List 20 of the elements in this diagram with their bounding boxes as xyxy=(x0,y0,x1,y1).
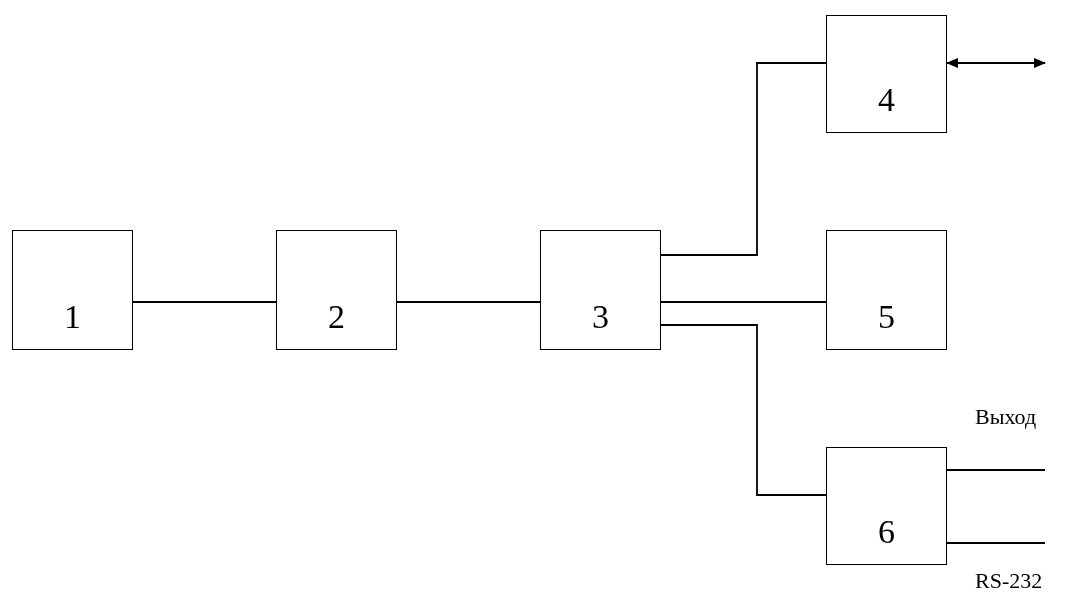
block-number: 3 xyxy=(592,297,609,337)
connector-line xyxy=(660,62,827,256)
block-number: 5 xyxy=(878,297,895,337)
connector-line xyxy=(946,542,1046,544)
block-box xyxy=(826,447,947,565)
block-number: 6 xyxy=(878,512,895,552)
connector-line xyxy=(660,324,827,496)
connector-line xyxy=(132,301,277,303)
block-box xyxy=(826,15,947,133)
block-box xyxy=(826,230,947,350)
double-arrow xyxy=(946,58,1046,68)
block-number: 2 xyxy=(328,297,345,337)
connector-line xyxy=(660,301,827,303)
block-box xyxy=(540,230,661,350)
block-number: 4 xyxy=(878,80,895,120)
block-box xyxy=(276,230,397,350)
connector-line xyxy=(946,469,1046,471)
connector-line xyxy=(396,301,541,303)
block-box xyxy=(12,230,133,350)
block-number: 1 xyxy=(64,297,81,337)
